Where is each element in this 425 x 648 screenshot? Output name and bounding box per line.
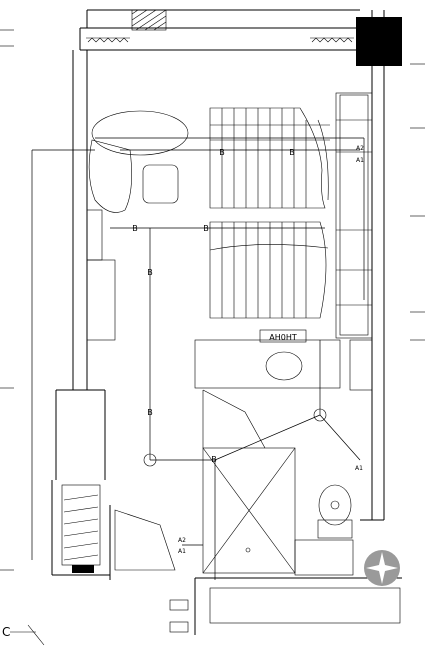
room-marker: C [2,625,10,639]
watermark-logo [364,550,400,586]
ac-label-bottom: A1 [356,157,364,164]
svg-text:B: B [211,455,217,464]
bath-cabinet [349,339,373,391]
ac-label-top: A2 [356,145,364,152]
shower-enclosure [202,389,296,574]
toilet [318,484,352,526]
ac-wall-label-top: A2 [178,537,186,544]
panel-symbol [169,621,189,633]
top-column-hatched [131,9,167,31]
toilet-light [330,500,340,510]
lounge-chair [88,139,132,213]
shower-light [245,547,251,553]
floor-drain-area [294,539,354,576]
panel-symbol [169,599,189,611]
bed-upper [209,107,330,209]
wardrobe [335,92,373,339]
structural-column [356,17,402,66]
ac-wall-label-bottom: A1 [178,548,186,555]
svg-text:B: B [147,268,153,277]
ceiling-light [143,453,157,467]
bottom-closet [209,587,401,624]
bed-lower [209,221,329,319]
washbasin [265,351,303,381]
coffee-table [91,110,189,156]
shoe-cabinet [61,484,101,573]
window-air-grille-left [86,37,130,43]
electrical-wiring [31,137,365,580]
ceiling-light [313,408,327,422]
toilet-tank [317,519,353,539]
svg-text:B: B [219,148,225,157]
vanity-tag-text: AH0HT [269,333,297,342]
vanity-tag [259,329,307,343]
exterior-walls [51,9,402,635]
vanity-counter [194,339,341,389]
ac-right-label: A1 [355,465,363,472]
desk [86,209,103,261]
armchair [142,164,179,204]
dimension-ticks [0,29,425,571]
wire-markers: B B B B B B B [132,148,295,464]
tv-unit [86,259,116,341]
svg-text:B: B [203,224,209,233]
svg-text:B: B [289,148,295,157]
entry-bench [114,509,176,571]
window-air-grille-right [310,37,354,43]
svg-text:B: B [147,408,153,417]
svg-text:B: B [132,224,138,233]
